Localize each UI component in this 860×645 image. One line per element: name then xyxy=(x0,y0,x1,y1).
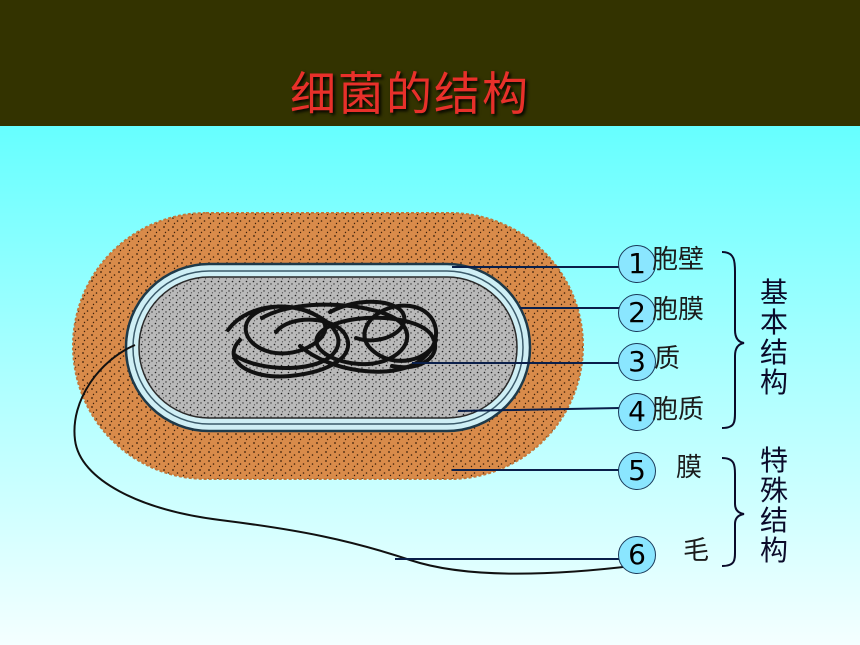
header-bar: 细菌的结构 xyxy=(0,0,860,126)
nuclear-region xyxy=(226,299,438,379)
label-number-6: 6 xyxy=(618,536,656,574)
braces xyxy=(721,251,745,567)
cell-membrane xyxy=(132,270,524,425)
label-number-1: 1 xyxy=(618,245,656,283)
flagellum xyxy=(73,344,641,575)
label-text-5: 膜 xyxy=(676,453,703,483)
leader-lines xyxy=(395,266,621,560)
group-special-structure: 特殊结构 xyxy=(759,444,788,567)
label-text-1: 胞壁 xyxy=(652,245,705,275)
label-text-3: 质 xyxy=(654,344,681,374)
cytoplasm xyxy=(138,276,518,419)
group-basic-structure: 基本结构 xyxy=(759,276,788,399)
page-title: 细菌的结构 xyxy=(290,67,530,121)
label-number-2: 2 xyxy=(618,294,656,332)
label-text-4: 胞质 xyxy=(652,395,705,425)
label-number-5: 5 xyxy=(618,452,656,490)
label-text-6: 毛 xyxy=(683,536,710,566)
label-number-4: 4 xyxy=(618,393,656,431)
label-text-2: 胞膜 xyxy=(652,295,705,325)
label-number-3: 3 xyxy=(618,343,656,381)
